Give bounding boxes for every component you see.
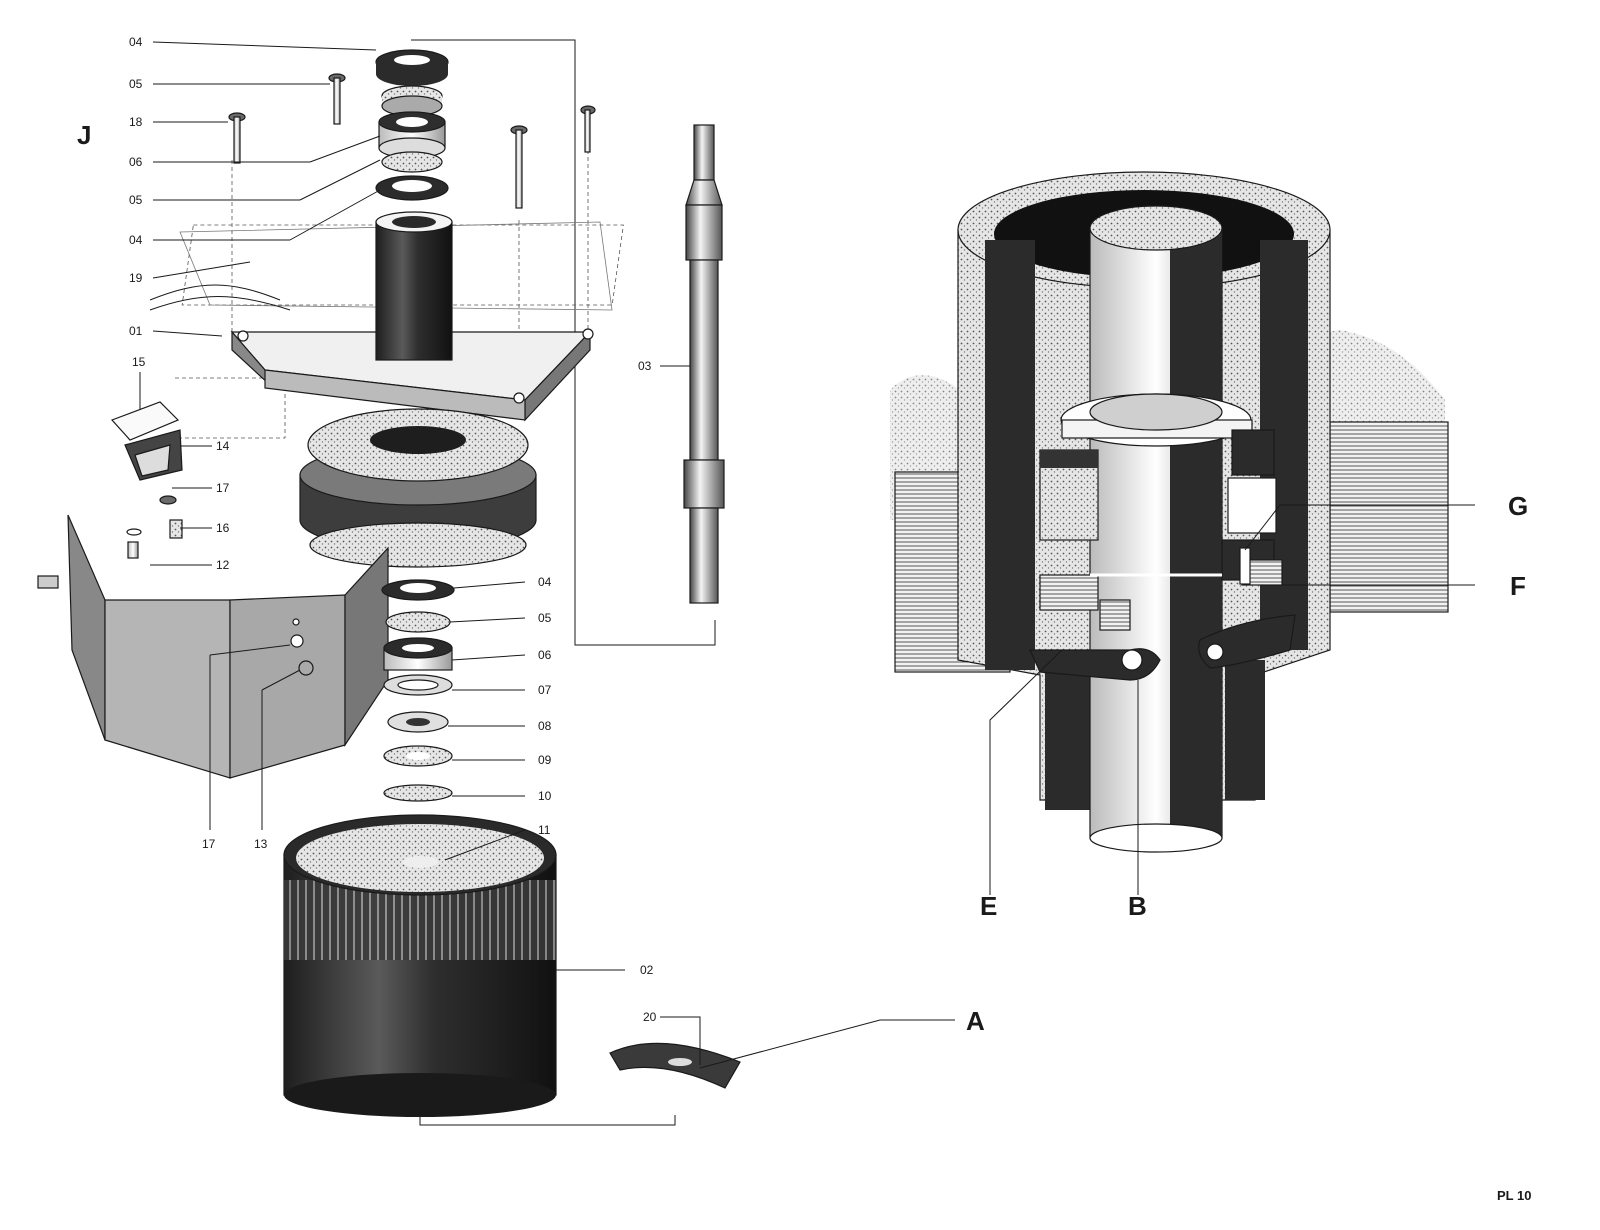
ball-race-lower (381, 151, 443, 173)
shroud-panel (37, 514, 389, 779)
callout-04: 04 (129, 35, 143, 49)
callout-10: 10 (538, 789, 552, 803)
frame-column (375, 221, 453, 361)
callout-17: 17 (202, 837, 216, 851)
letter-f: F (1510, 571, 1526, 601)
plate-label: PL 10 (1497, 1188, 1531, 1203)
callout-03: 03 (638, 359, 652, 373)
callout-05: 05 (538, 611, 552, 625)
key-plate (609, 1042, 741, 1089)
screw-right-far (580, 105, 596, 153)
callout-19: 19 (129, 271, 143, 285)
callout-15: 15 (132, 355, 146, 369)
callout-07: 07 (538, 683, 552, 697)
screw-05 (328, 73, 346, 125)
callout-04: 04 (129, 233, 143, 247)
rotor-housing (283, 814, 557, 1117)
callout-labels: 04 05 18 06 05 04 19 01 15 14 17 16 12 1… (129, 35, 657, 1024)
cutaway-detail: G F E B (890, 171, 1528, 921)
callout-06: 06 (538, 648, 552, 662)
letter-e: E (980, 891, 997, 921)
callout-05: 05 (129, 193, 143, 207)
callout-09: 09 (538, 753, 552, 767)
screw-18 (228, 112, 246, 164)
callout-08: 08 (538, 719, 552, 733)
stator-winding (299, 408, 537, 568)
callout-17: 17 (216, 481, 230, 495)
rotor-shaft (683, 124, 725, 604)
callout-02: 02 (640, 963, 654, 977)
upper-bearing-stack (375, 49, 449, 201)
screws (228, 73, 596, 209)
gasket-plate (179, 221, 613, 311)
brush-bracket (110, 401, 183, 559)
callout-04: 04 (538, 575, 552, 589)
callout-16: 16 (216, 521, 230, 535)
letter-b: B (1128, 891, 1147, 921)
callout-12: 12 (216, 558, 230, 572)
callout-14: 14 (216, 439, 230, 453)
screw-right-long (510, 125, 528, 209)
callout-06: 06 (129, 155, 143, 169)
letter-g: G (1508, 491, 1528, 521)
callout-13: 13 (254, 837, 268, 851)
motor-frame (149, 211, 594, 422)
callout-05: 05 (129, 77, 143, 91)
callout-leaders (139, 41, 955, 1069)
callout-01: 01 (129, 324, 143, 338)
letter-a: A (966, 1006, 985, 1036)
right-beam (1329, 421, 1449, 613)
callout-18: 18 (129, 115, 143, 129)
callout-11: 11 (538, 823, 551, 837)
assembly-guide-lines (175, 39, 716, 1126)
exploded-view: 04 05 18 06 05 04 19 01 15 14 17 16 12 1… (37, 35, 985, 1126)
view-label-j: J (77, 120, 91, 150)
callout-20: 20 (643, 1010, 657, 1024)
